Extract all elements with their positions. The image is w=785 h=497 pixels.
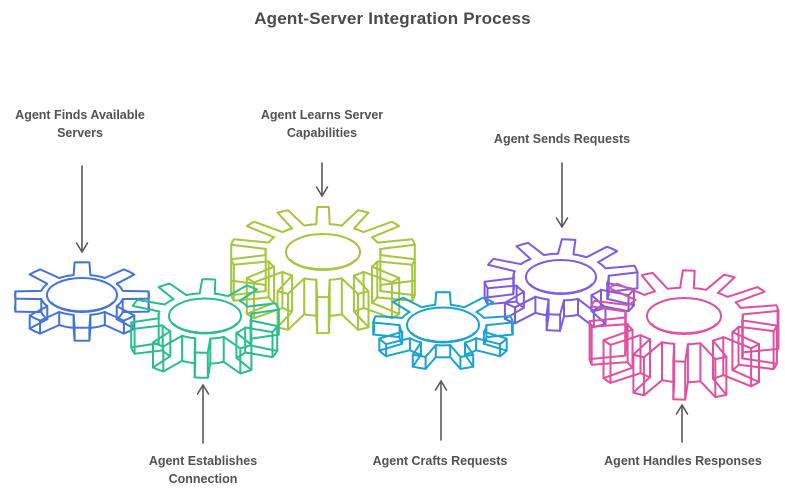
gear-learns-capabilities <box>230 205 416 335</box>
arrow-establishes-connection <box>196 384 210 444</box>
gear-top-face <box>372 291 514 358</box>
diagram-title: Agent-Server Integration Process <box>254 9 531 28</box>
gear-establishes-connection <box>130 278 280 379</box>
arrow-head <box>434 380 448 391</box>
arrow-head <box>315 186 329 197</box>
gear-hole-inner-arc <box>289 259 357 271</box>
label-sends-requests: Agent Sends Requests <box>493 132 631 146</box>
gear-hole-inner-arc <box>50 301 114 313</box>
gear-top-face <box>588 269 780 363</box>
label-learns-capabilities: Agent Learns Server Capabilities <box>260 108 384 140</box>
arrow-finds-servers <box>75 165 89 253</box>
gear-side-edges <box>483 271 639 332</box>
gear-hole-inner-arc <box>172 322 238 334</box>
arrow-head <box>675 404 689 415</box>
gear-bottom-edge <box>230 279 416 335</box>
arrow-sends-requests <box>555 162 569 228</box>
gear-side-edges <box>230 243 416 334</box>
gear-hole-inner-arc <box>410 331 476 343</box>
gear-handles-responses <box>588 269 780 401</box>
arrow-handles-responses <box>675 404 689 443</box>
label-finds-servers: Agent Finds Available Servers <box>15 108 145 140</box>
gear-bottom-edge <box>588 345 780 401</box>
gear-crafts-requests <box>372 291 514 370</box>
gear-side-edges <box>588 307 780 401</box>
gear-hole-inner-arc <box>529 283 593 295</box>
arrow-head <box>196 384 210 395</box>
arrow-learns-capabilities <box>315 162 329 197</box>
gear-side-edges <box>372 318 514 370</box>
gear-bottom-edge <box>372 330 514 370</box>
gear-side-edges <box>130 308 280 379</box>
gear-hole-inner-arc <box>650 323 718 335</box>
arrow-head <box>75 242 89 253</box>
gear-finds-servers <box>14 261 150 342</box>
label-handles-responses: Agent Handles Responses <box>604 454 762 468</box>
label-establishes-connection: Agent Establishes Connection <box>148 454 258 486</box>
arrow-crafts-requests <box>434 380 448 441</box>
label-crafts-requests: Agent Crafts Requests <box>372 454 508 468</box>
arrow-head <box>555 217 569 228</box>
gear-top-face <box>14 261 150 329</box>
gear-bottom-edge <box>14 303 150 342</box>
